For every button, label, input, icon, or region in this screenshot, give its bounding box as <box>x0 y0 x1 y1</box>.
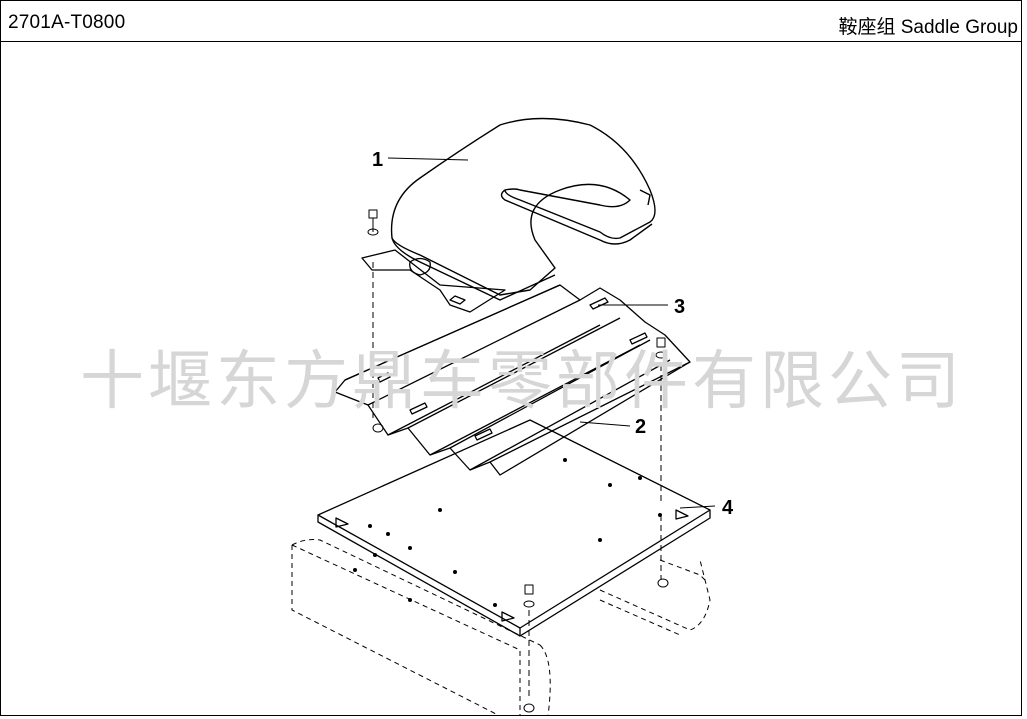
bolt-icon <box>524 584 534 595</box>
bolt-stack-right <box>655 337 669 588</box>
part-code: 2701A-T0800 <box>8 12 126 33</box>
triangle-mark <box>335 517 349 528</box>
nut-icon <box>372 423 384 433</box>
bolt-stack-bottom <box>523 584 535 713</box>
callout-1: 1 <box>372 149 384 171</box>
base-plate <box>317 419 711 637</box>
base-plate-holes <box>353 458 662 607</box>
bolt-icon <box>656 337 666 348</box>
group-title: 鞍座组 Saddle Group <box>838 17 1018 38</box>
exploded-view-drawing <box>291 117 716 716</box>
triangle-mark <box>501 611 515 622</box>
corrugated-pan <box>334 284 691 476</box>
bolt-icon <box>368 209 378 219</box>
callout-2: 2 <box>635 416 647 438</box>
callout-4: 4 <box>722 497 734 519</box>
saddle-bracket <box>361 249 506 313</box>
triangle-mark <box>675 509 689 520</box>
callout-3: 3 <box>674 296 686 318</box>
saddle-seat <box>390 117 656 301</box>
header-bar: 2701A-T0800 鞍座组 Saddle Group <box>0 0 1022 42</box>
frame-rail <box>291 539 711 716</box>
company-watermark: 十堰东方鼎车零部件有限公司 <box>80 345 964 419</box>
nut-icon <box>657 578 669 588</box>
leader-lines <box>387 157 716 509</box>
bolt-stack-left <box>367 209 384 433</box>
nut-icon <box>523 703 535 713</box>
